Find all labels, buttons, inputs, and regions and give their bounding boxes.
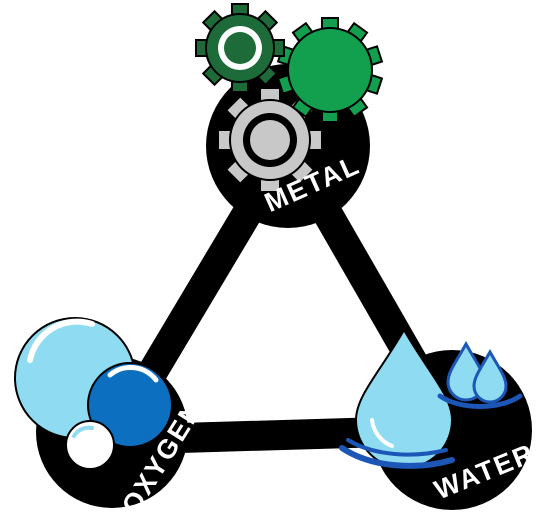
small-drops-icon [446,340,508,404]
node-metal: METAL [195,3,384,228]
node-oxygen: OXYGEN [14,317,209,514]
large-drop-icon [354,327,454,469]
gears-icon [195,3,384,193]
ripple-icon [339,393,523,469]
water-drops-icon [339,327,523,469]
small-bubble-icon [65,420,115,470]
blue-bubble-icon [87,362,173,448]
bubbles-icon [14,317,173,470]
node-water: WATER [339,327,539,510]
gray-gear-icon [217,87,323,193]
dark-green-gear-icon [195,3,285,93]
green-gear-icon [276,17,384,123]
